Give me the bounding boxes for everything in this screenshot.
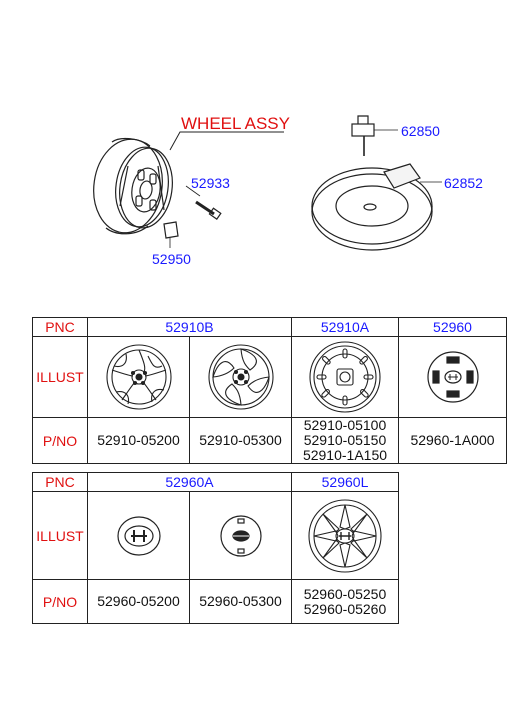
lug-nut-icon	[163, 221, 179, 248]
part-number: 52960-05250	[303, 585, 387, 602]
parts-table-2: PNC 52960A 52960L ILLUST	[32, 472, 399, 624]
table-row: P/NO 52960-05200 52960-05300 52960-05250…	[32, 579, 399, 624]
exploded-diagram: WHEEL ASSY 52933 52950 62850 62852	[0, 0, 532, 300]
pno-cell[interactable]: 52960-05200	[87, 579, 190, 624]
callout-62850[interactable]: 62850	[401, 123, 440, 139]
pnc-header: PNC	[32, 472, 88, 492]
parts-table-1: PNC 52910B 52910A 52960 ILLUST	[32, 317, 507, 464]
part-number: 52960-05260	[303, 600, 387, 617]
table-row: ILLUST	[32, 336, 507, 418]
pno-header: P/NO	[32, 417, 88, 464]
callout-52933[interactable]: 52933	[191, 175, 230, 191]
pnc-52960l[interactable]: 52960L	[291, 472, 399, 492]
table-row: PNC 52910B 52910A 52960	[32, 317, 507, 337]
steel-rim-icon	[93, 137, 173, 235]
callout-62852[interactable]: 62852	[444, 175, 483, 191]
illust-cell	[87, 336, 190, 418]
pno-cell[interactable]: 52960-05250 52960-05260	[291, 579, 399, 624]
wheel-assy-label: WHEEL ASSY	[181, 114, 290, 133]
pno-cell[interactable]: 52910-05200	[87, 417, 190, 464]
part-number: 52910-05100	[303, 417, 387, 433]
part-number: 52910-1A150	[302, 447, 388, 463]
illust-cell	[398, 336, 507, 418]
illust-header: ILLUST	[32, 336, 88, 418]
clamp-bracket-icon	[351, 115, 398, 156]
wheel-assembly-drawing	[93, 115, 442, 251]
part-number: 52960-05300	[199, 593, 282, 609]
illust-cell	[291, 491, 399, 580]
pno-cell[interactable]: 52910-05100 52910-05150 52910-1A150	[291, 417, 399, 464]
table-row: ILLUST	[32, 491, 399, 580]
wheel-cover-icon	[308, 498, 382, 573]
table-row: PNC 52960A 52960L	[32, 472, 399, 492]
part-number: 52910-05150	[303, 432, 387, 448]
illust-cell	[189, 336, 292, 418]
hub-cap-emblem-icon	[116, 515, 161, 556]
illust-cell	[291, 336, 399, 418]
pnc-52910b[interactable]: 52910B	[87, 317, 292, 337]
center-cap-icon	[426, 351, 479, 403]
alloy-wheel-swirl-icon	[207, 344, 274, 410]
part-number: 52960-1A000	[410, 432, 495, 448]
table-row: P/NO 52910-05200 52910-05300 52910-05100…	[32, 417, 507, 464]
pno-header: P/NO	[32, 579, 88, 624]
part-number: 52910-05200	[97, 432, 180, 448]
illust-cell	[189, 491, 292, 580]
steel-wheel-icon	[309, 341, 381, 413]
spare-tire-icon	[311, 167, 433, 251]
part-number: 52910-05300	[199, 432, 282, 448]
valve-stem-icon	[185, 185, 222, 220]
pnc-52960[interactable]: 52960	[398, 317, 507, 337]
illust-header: ILLUST	[32, 491, 88, 580]
callout-52950[interactable]: 52950	[152, 251, 191, 267]
hub-cap-small-icon	[219, 514, 262, 557]
pnc-52910a[interactable]: 52910A	[291, 317, 399, 337]
illust-cell	[87, 491, 190, 580]
part-number: 52960-05200	[97, 593, 180, 609]
pno-cell[interactable]: 52960-05300	[189, 579, 292, 624]
pnc-52960a[interactable]: 52960A	[87, 472, 292, 492]
alloy-wheel-5-spoke-icon	[105, 344, 172, 410]
pno-cell[interactable]: 52910-05300	[189, 417, 292, 464]
pnc-header: PNC	[32, 317, 88, 337]
pno-cell[interactable]: 52960-1A000	[398, 417, 507, 464]
